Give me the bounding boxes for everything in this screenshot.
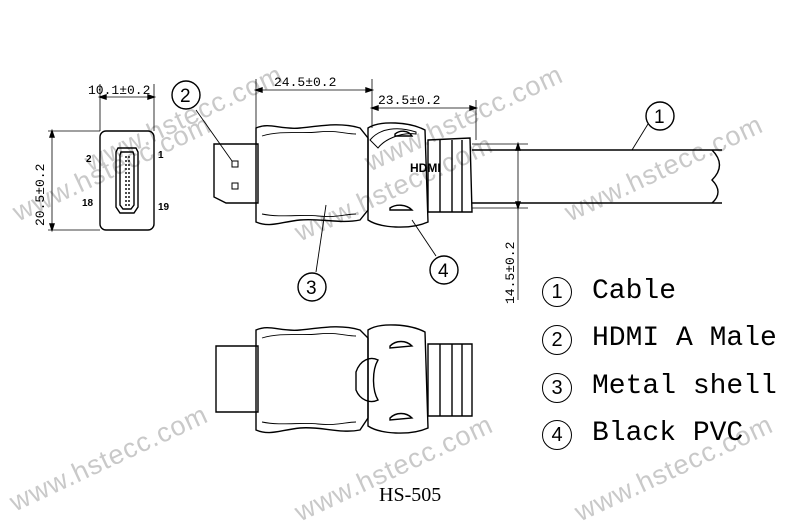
dim-width-face: 10.1±0.2 <box>88 83 150 98</box>
legend-label-cable: Cable <box>592 276 677 307</box>
dim-height-body: 14.5±0.2 <box>503 242 518 304</box>
model-number: HS-505 <box>379 484 442 506</box>
callout-2: 2 <box>180 86 191 107</box>
callout-3: 3 <box>306 278 317 299</box>
pin-label-18: 18 <box>82 198 94 209</box>
legend-number-3: 3 <box>542 373 572 403</box>
connector-side-view-top <box>195 79 722 300</box>
legend-number-2: 2 <box>542 325 572 355</box>
legend-number-4: 4 <box>542 420 572 450</box>
callout-4: 4 <box>438 261 449 282</box>
connector-side-view-bottom <box>215 324 473 434</box>
dim-height-face: 20.5±0.2 <box>33 164 48 226</box>
legend-label-metal-shell: Metal shell <box>592 371 777 402</box>
legend-label-black-pvc: Black PVC <box>592 418 744 449</box>
dim-length-b: 23.5±0.2 <box>378 93 440 108</box>
pin-label-19: 19 <box>158 202 170 213</box>
callout-1: 1 <box>654 107 665 128</box>
pin-label-2: 2 <box>86 154 92 165</box>
legend-label-hdmi-a-male: HDMI A Male <box>592 323 777 354</box>
connector-face-view <box>48 84 157 233</box>
legend-number-1: 1 <box>542 277 572 307</box>
dim-length-a: 24.5±0.2 <box>274 75 336 90</box>
pin-label-1: 1 <box>158 150 164 161</box>
overmold-brand-text: HDMI <box>410 161 441 175</box>
